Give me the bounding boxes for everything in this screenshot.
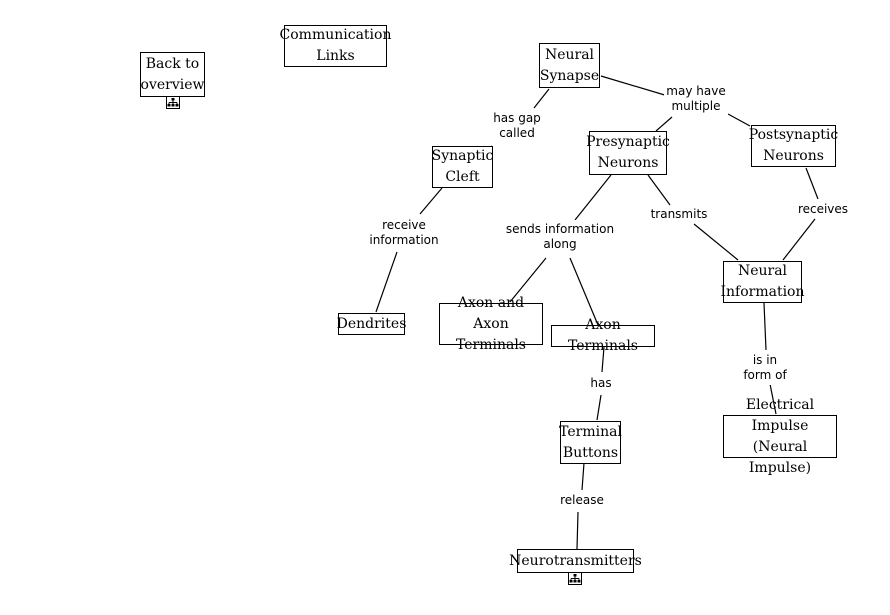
connector-sends-axonterminals	[569, 257, 599, 326]
connector-synapse-mayhave	[600, 75, 669, 97]
node-presynaptic-neurons[interactable]: Presynaptic Neurons	[586, 131, 670, 175]
link-label-may-have-multiple: may have multiple	[664, 82, 728, 116]
link-label-receives: receives	[795, 201, 851, 218]
connector-sends-axonand	[509, 257, 547, 303]
hierarchy-icon	[569, 574, 581, 583]
node-terminal-buttons[interactable]: Terminal Buttons	[559, 421, 622, 464]
link-label-release: release	[556, 492, 608, 509]
connector-neuralinfo-isin	[763, 302, 767, 351]
node-neurotransmitters[interactable]: Neurotransmitters	[509, 549, 642, 573]
node-dendrites[interactable]: Dendrites	[337, 313, 406, 335]
node-synaptic-cleft[interactable]: Synaptic Cleft	[432, 146, 493, 188]
node-axon-and-axon-terminals[interactable]: Axon and Axon Terminals	[439, 295, 543, 353]
link-label-sends-information-along: sends information along	[502, 220, 618, 254]
node-back-to-overview[interactable]: Back to overview	[140, 52, 205, 97]
link-label-has-gap-called: has gap called	[489, 109, 545, 143]
node-neural-information[interactable]: Neural Information	[720, 261, 805, 303]
connector-presynaptic-sends	[574, 174, 612, 221]
link-label-is-in-form-of: is in form of	[738, 351, 792, 385]
submap-icon[interactable]	[568, 572, 582, 585]
connector-presynaptic-transmits	[647, 174, 671, 206]
connector-isin-electrical	[769, 383, 777, 415]
connector-postsynaptic-receives	[805, 167, 819, 200]
link-label-transmits: transmits	[648, 206, 710, 223]
connector-release-neurotransmitters	[576, 511, 579, 550]
link-label-receive-information: receive information	[368, 216, 440, 250]
connector-receives-neuralinfo	[782, 218, 816, 261]
hierarchy-icon	[167, 98, 179, 107]
node-neural-synapse[interactable]: Neural Synapse	[539, 43, 600, 88]
connector-mayhave-postsynaptic	[727, 113, 751, 127]
connector-mayhave-presynaptic	[655, 116, 673, 132]
connector-transmits-neuralinfo	[693, 223, 739, 261]
node-communication-links[interactable]: Communication Links	[280, 25, 391, 67]
submap-icon[interactable]	[166, 96, 180, 109]
node-electrical-impulse[interactable]: Electrical Impulse (Neural Impulse)	[723, 397, 837, 476]
connector-has-buttons	[596, 394, 602, 421]
connector-synapse-hasgap	[533, 88, 550, 109]
link-label-has: has	[586, 375, 616, 392]
connector-axonterminals-has	[601, 346, 605, 373]
node-axon-terminals[interactable]: Axon Terminals	[551, 317, 655, 354]
node-postsynaptic-neurons[interactable]: Postsynaptic Neurons	[749, 125, 838, 167]
connector-buttons-release	[581, 462, 585, 491]
connector-receive-dendrites	[375, 251, 398, 313]
connector-cleft-receive	[419, 187, 443, 215]
